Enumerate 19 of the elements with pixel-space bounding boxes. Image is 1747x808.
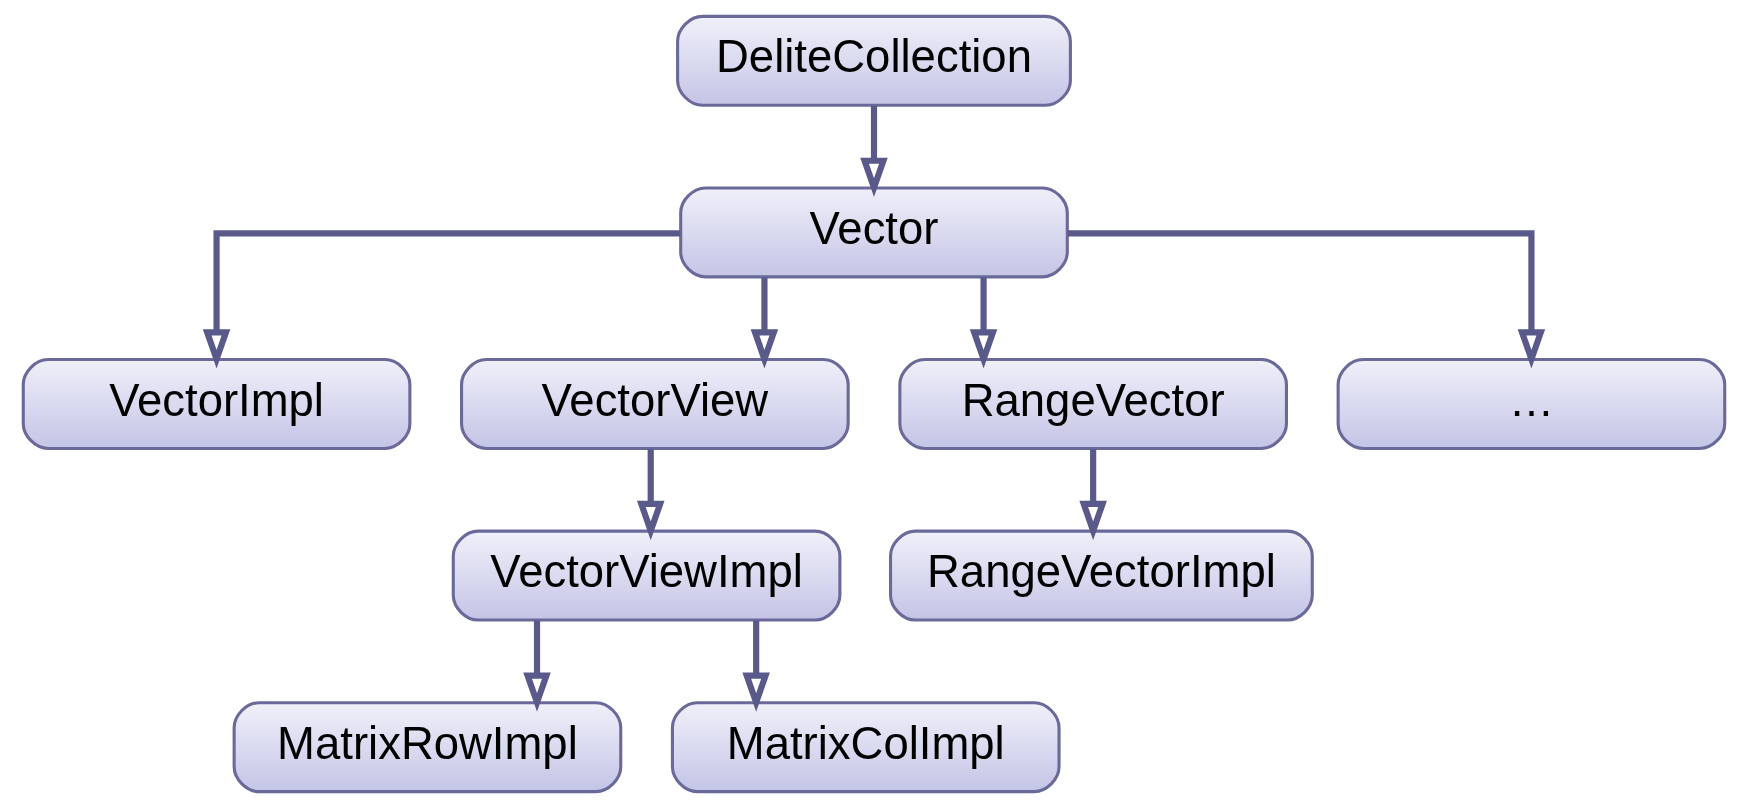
arrow — [859, 105, 888, 197]
arrow — [1067, 230, 1545, 369]
node-box: DeliteCollection — [675, 14, 1072, 107]
arrow — [522, 620, 551, 712]
arrow — [1078, 449, 1107, 541]
arrow — [969, 277, 997, 369]
node-box: MatrixColImpl — [670, 701, 1061, 794]
arrow — [741, 620, 770, 712]
node-box: … — [1336, 358, 1726, 450]
arrow — [636, 449, 664, 541]
node-box: RangeVector — [897, 358, 1288, 450]
arrow — [750, 277, 778, 369]
node-box: VectorViewImpl — [451, 529, 841, 622]
node-box: MatrixRowImpl — [232, 701, 622, 794]
node-box: Vector — [678, 186, 1069, 279]
arrow — [202, 230, 680, 369]
node-box: VectorImpl — [21, 358, 411, 450]
node-box: RangeVectorImpl — [888, 529, 1314, 622]
node-box: VectorView — [459, 358, 850, 450]
